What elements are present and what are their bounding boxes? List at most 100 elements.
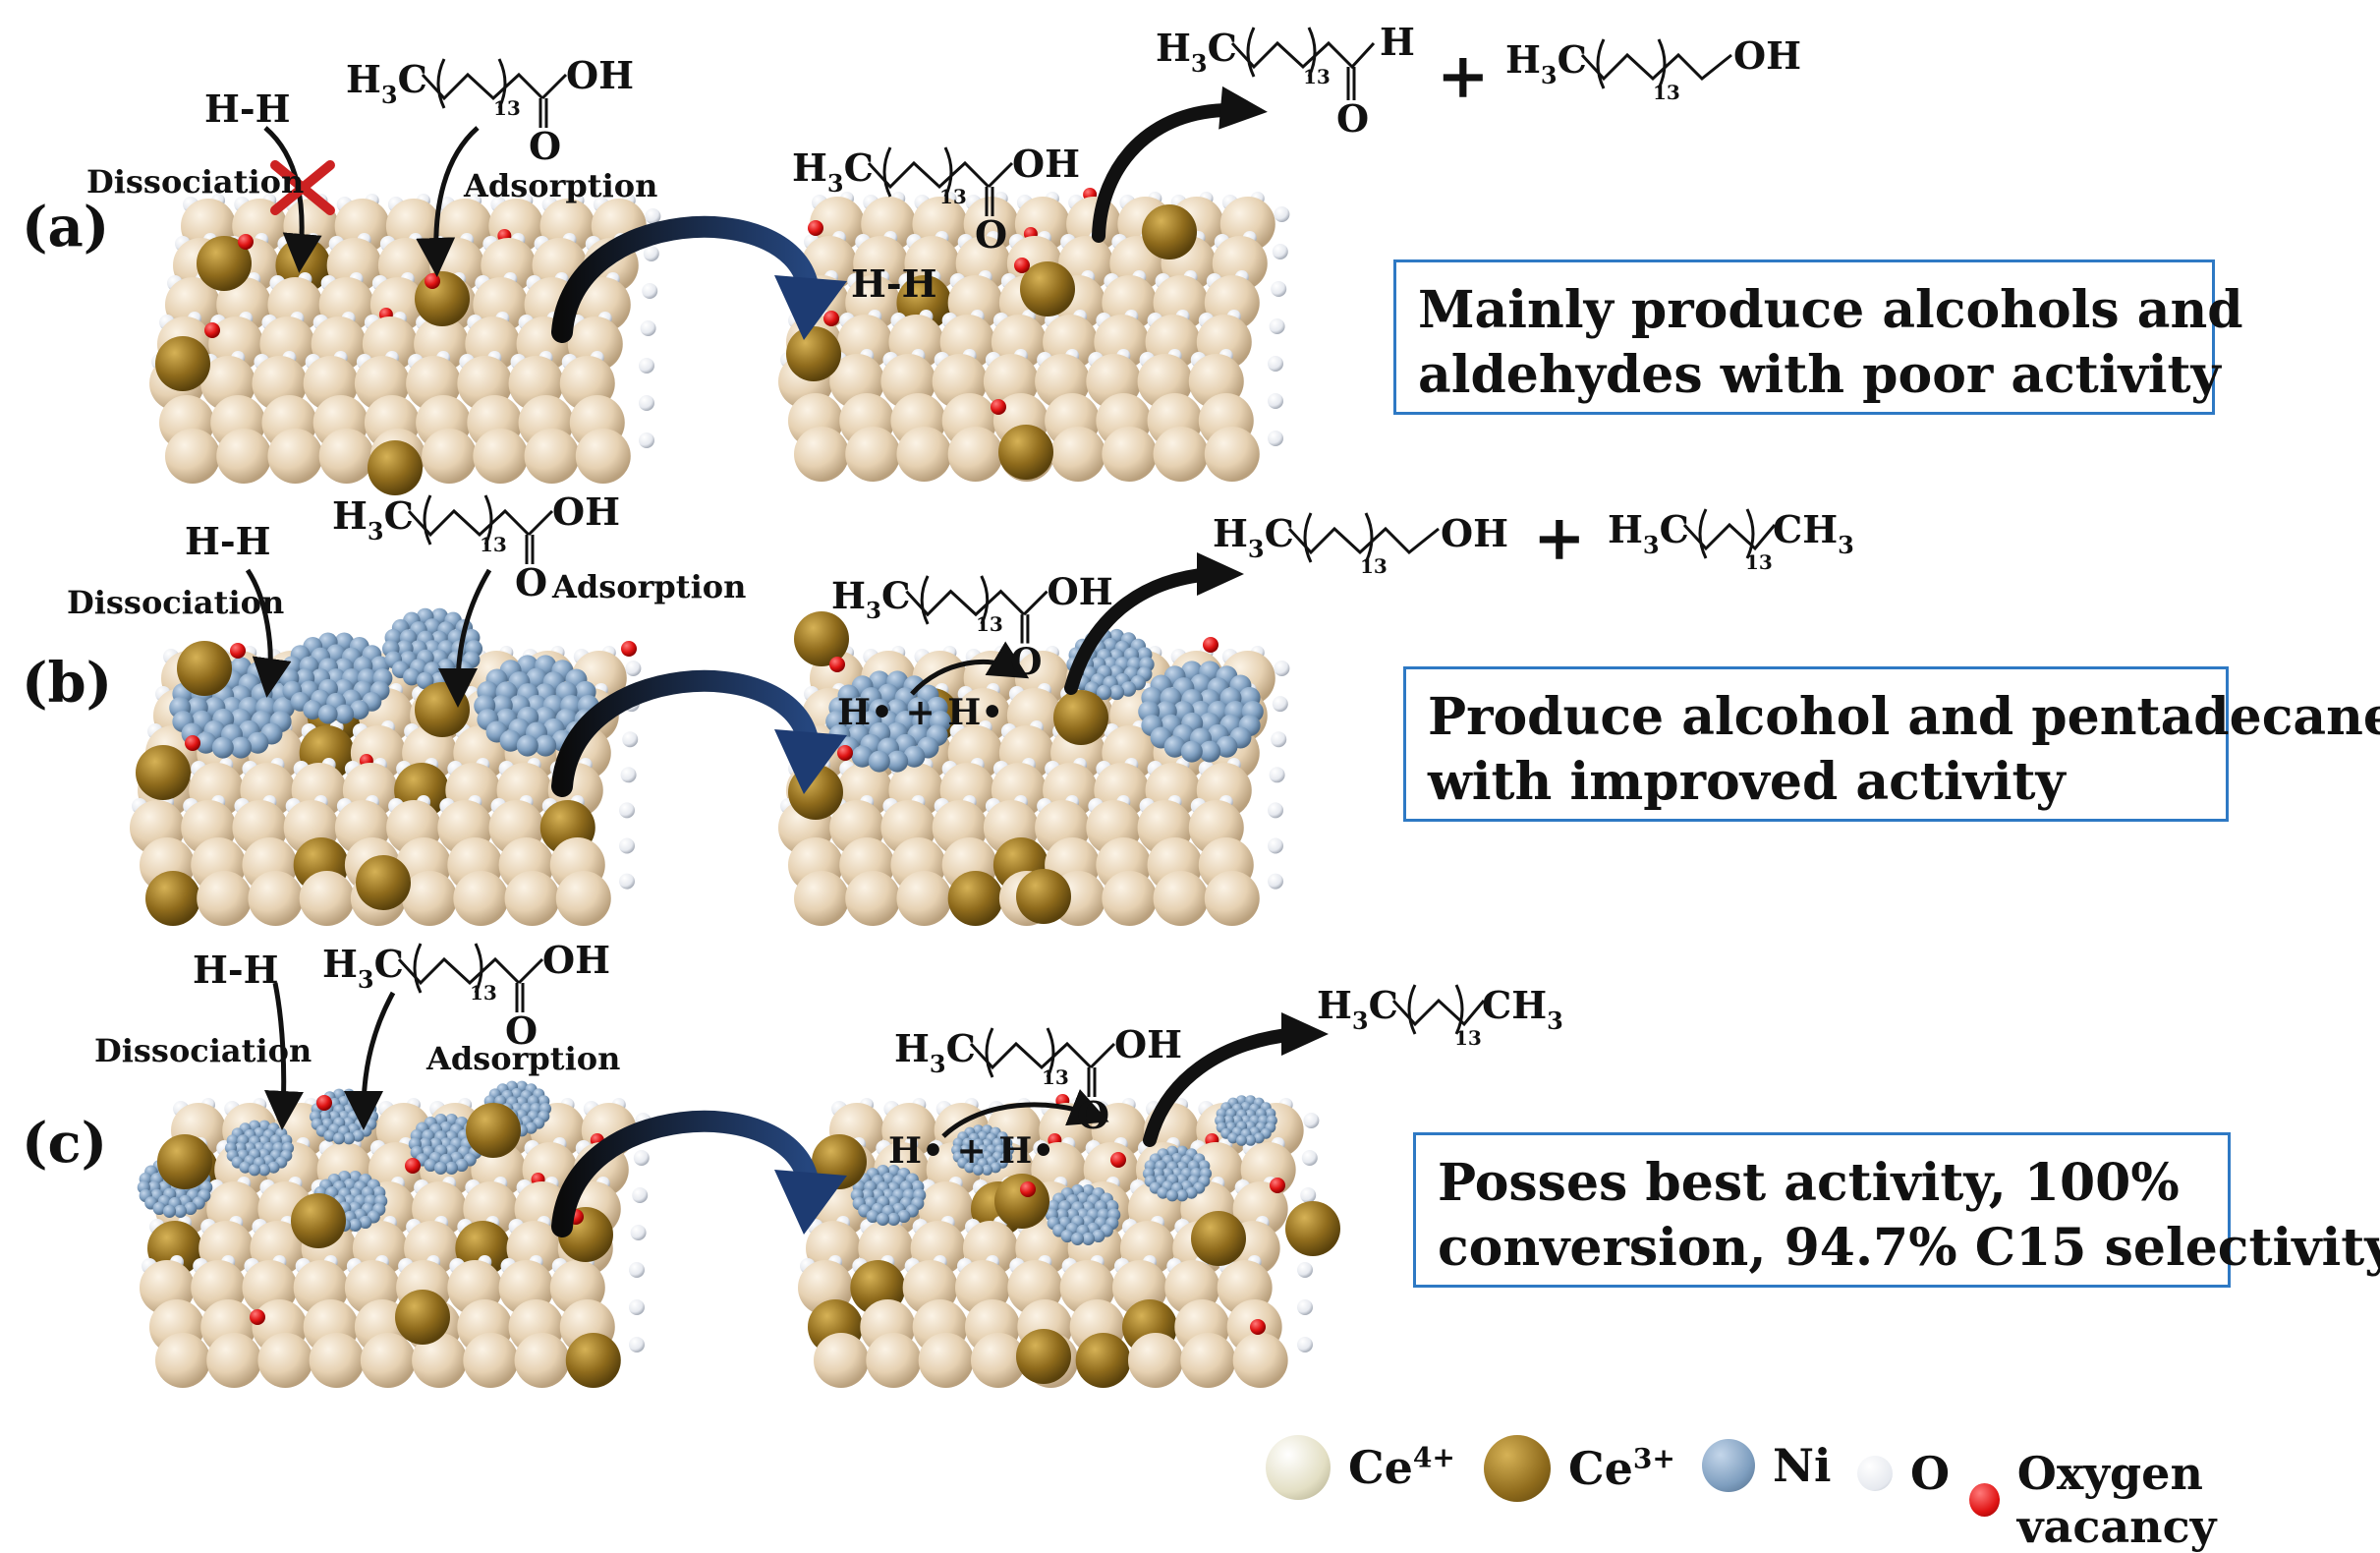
summary-b-line1: Produce alcohol and pentadecane, — [1428, 687, 2380, 747]
ce3-atom — [157, 1134, 212, 1189]
transfer-arrow-c-head — [774, 1170, 847, 1235]
acid-a-oh: OH — [566, 53, 635, 97]
product-arrow-b-head — [1197, 552, 1244, 596]
legend-ce4-label: Ce4+ — [1348, 1441, 1455, 1494]
oxygen-vacancy — [823, 311, 839, 326]
summary-box-b: Produce alcohol and pentadecane, with im… — [1403, 666, 2380, 822]
plus-b: + — [1533, 501, 1586, 575]
dissociation-label-b: Dissociation — [67, 584, 285, 621]
reactant-h2-a: H-H — [204, 86, 291, 131]
formula-ch3: CH3 — [1773, 507, 1854, 559]
panel-label-c: (c) — [22, 1111, 108, 1176]
formula-subscript: 13 — [939, 185, 967, 208]
oxygen-vacancy — [185, 735, 200, 751]
ni-cluster — [1142, 1145, 1213, 1202]
oxygen-vacancy — [405, 1158, 421, 1174]
ce3-atom — [998, 425, 1053, 480]
summary-b-line2: with improved activity — [1428, 752, 2066, 812]
acid-c-surf-o: O — [1077, 1093, 1110, 1137]
formula-h3c: H3C — [332, 493, 414, 546]
slab-c-right — [798, 1094, 1340, 1388]
transfer-arrow-a-head — [774, 275, 847, 340]
ce3-atom — [395, 1290, 450, 1345]
formula-h3c: H3C — [831, 574, 911, 624]
dissociation-label-a: Dissociation — [86, 163, 305, 201]
oxygen-vacancy — [250, 1309, 265, 1325]
formula-h3c: H3C — [1213, 511, 1294, 563]
formula-h3c: H3C — [346, 57, 427, 109]
oxygen-vacancy — [621, 641, 637, 657]
alcohol-oh-a: OH — [1733, 33, 1802, 78]
oxygen-vacancy — [1014, 258, 1030, 273]
ce3-atom — [786, 326, 841, 381]
formula-subscript: 13 — [1360, 554, 1388, 578]
legend-vacancy-label: Oxygen vacancy — [2016, 1447, 2217, 1553]
acid-b-surf-o: O — [1010, 639, 1043, 683]
product-arrow-b — [1064, 567, 1218, 695]
acid-a-o: O — [529, 124, 562, 168]
adsorption-label-a: Adsorption — [464, 167, 658, 204]
formula-h3c: H3C — [1317, 983, 1398, 1035]
summary-a-line1: Mainly produce alcohols and — [1418, 280, 2243, 340]
ni-cluster — [1066, 628, 1155, 701]
ni-cluster — [951, 1124, 1014, 1176]
product-arrow-c — [1143, 1027, 1302, 1147]
oxygen-vacancy — [837, 745, 853, 761]
legend-ce3-label: Ce3+ — [1568, 1442, 1675, 1495]
ce3-atom — [994, 1174, 1049, 1229]
slab-c-left — [137, 1080, 652, 1388]
ce4-swatch-icon — [1266, 1435, 1331, 1500]
formula-subscript: 13 — [493, 96, 521, 120]
o-swatch-icon — [1857, 1456, 1893, 1491]
dissociation-label-c: Dissociation — [94, 1032, 312, 1069]
formula-subscript: 13 — [1745, 550, 1773, 574]
formula-subscript: 13 — [1303, 65, 1331, 88]
ni-cluster — [1215, 1095, 1277, 1146]
acid-c-oh: OH — [542, 938, 611, 982]
ni-cluster — [474, 655, 599, 757]
oxygen-vacancy — [1203, 637, 1218, 653]
legend-o: O — [1857, 1447, 1950, 1500]
panel-label-a: (a) — [22, 195, 110, 259]
oxygen-vacancy — [991, 399, 1006, 415]
aldehyde-h: H — [1380, 20, 1415, 64]
plus-a: + — [1437, 39, 1490, 113]
ce3-atom — [155, 336, 210, 391]
adsorption-arrow-c — [344, 991, 396, 1130]
formula-subscript: 13 — [480, 533, 507, 556]
product-arrow-a-head — [1218, 86, 1268, 130]
transfer-arrow-c — [551, 1110, 819, 1237]
ce3-atom — [1285, 1201, 1340, 1256]
legend-ni-label: Ni — [1773, 1439, 1832, 1492]
acid-b-o: O — [515, 560, 548, 604]
adsorption-arrow-b — [438, 568, 492, 708]
oxygen-vacancy — [1020, 1181, 1036, 1197]
acid-c-surf-oh: OH — [1114, 1022, 1183, 1066]
formula-h3c: H3C — [1156, 26, 1237, 78]
adsorption-label-b: Adsorption — [552, 568, 747, 605]
transfer-arrow-b-head — [774, 729, 847, 794]
alcohol-oh-b: OH — [1441, 511, 1509, 555]
legend-o-label: O — [1910, 1447, 1951, 1500]
ni-cluster — [1045, 1184, 1121, 1245]
acid-a-surf-o: O — [975, 212, 1008, 257]
reaction-scheme-canvas — [130, 86, 1340, 1388]
summary-box-a: Mainly produce alcohols and aldehydes wi… — [1393, 259, 2243, 415]
ce3-atom — [291, 1193, 346, 1248]
ce3-atom — [415, 271, 470, 326]
formula-subscript: 13 — [470, 981, 497, 1005]
slab-a-left — [149, 194, 661, 495]
oxygen-vacancy — [1250, 1319, 1266, 1335]
ce3-atom — [177, 641, 232, 696]
legend-ni: Ni — [1702, 1439, 1832, 1492]
ce3-atom — [136, 745, 191, 800]
formula-subscript: 13 — [976, 612, 1003, 637]
ni-cluster — [825, 670, 951, 773]
summary-a-line2: aldehydes with poor activity — [1418, 345, 2221, 405]
ce3-atom — [466, 1103, 521, 1158]
acid-a-surf-oh: OH — [1012, 142, 1081, 186]
reactant-h2-b: H-H — [185, 519, 271, 563]
slab-b-left — [130, 607, 642, 926]
legend-vacancy: Oxygen vacancy — [1969, 1447, 2380, 1553]
dissociation-arrow-c — [264, 982, 304, 1130]
